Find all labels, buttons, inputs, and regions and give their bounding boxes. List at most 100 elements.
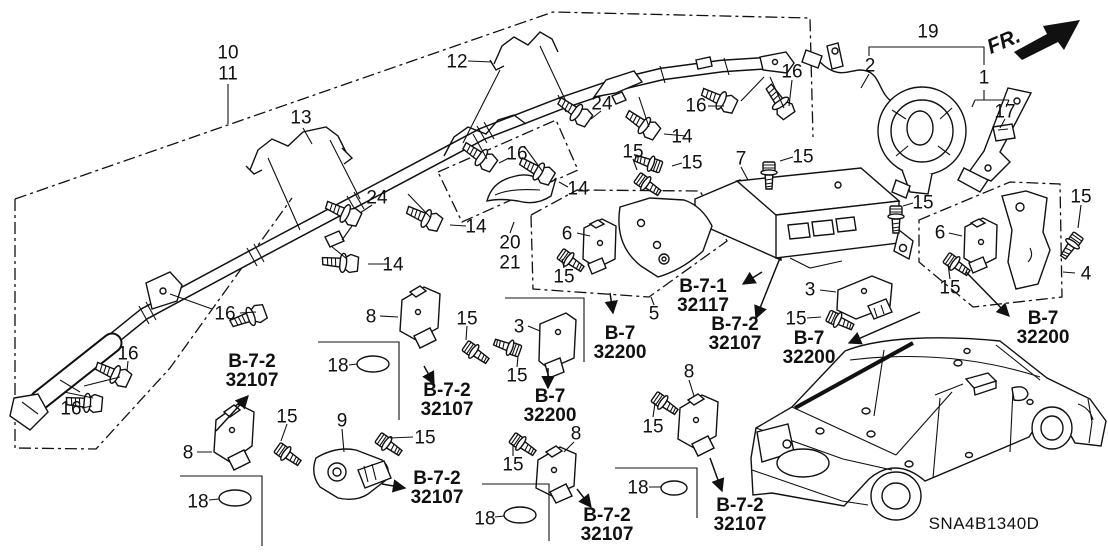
side-impact-sensor-8a bbox=[213, 403, 255, 471]
callout-16: 16 bbox=[781, 62, 802, 83]
callout-15: 15 bbox=[785, 309, 806, 330]
callout-16: 16 bbox=[60, 399, 81, 420]
leader-lines bbox=[63, 60, 1082, 518]
callout-16: 16 bbox=[685, 96, 706, 117]
front-impact-sensor-6-right bbox=[963, 217, 998, 274]
callout-6: 6 bbox=[935, 223, 946, 244]
callout-15: 15 bbox=[276, 407, 297, 428]
front-impact-sensor-6-left bbox=[582, 218, 617, 275]
callout-8: 8 bbox=[571, 424, 582, 445]
callout-3: 3 bbox=[514, 317, 525, 338]
callout-9: 9 bbox=[337, 411, 348, 432]
callout-15: 15 bbox=[414, 428, 435, 449]
callout-24: 24 bbox=[366, 188, 388, 209]
callout-1: 1 bbox=[979, 68, 990, 89]
callout-13: 13 bbox=[290, 108, 311, 129]
cable-reel-assembly bbox=[801, 46, 1033, 199]
callout-18: 18 bbox=[327, 356, 348, 377]
callout-15: 15 bbox=[1070, 187, 1091, 208]
grommet-icon bbox=[503, 506, 537, 524]
callout-14: 14 bbox=[382, 255, 404, 276]
roof-curtain-highlight bbox=[794, 341, 914, 410]
callout-12: 12 bbox=[446, 52, 467, 73]
callout-8: 8 bbox=[684, 362, 695, 383]
callout-6: 6 bbox=[562, 224, 573, 245]
callout-15: 15 bbox=[502, 455, 523, 476]
diagram-code: SNA4B1340D bbox=[929, 514, 1040, 533]
callout-11: 11 bbox=[218, 64, 238, 85]
grommet-icon bbox=[815, 347, 1034, 468]
callout-2: 2 bbox=[865, 56, 876, 77]
grommet-icon bbox=[356, 355, 390, 373]
callout-20: 20 bbox=[499, 233, 520, 254]
callout-14: 14 bbox=[567, 179, 589, 200]
callout-15: 15 bbox=[681, 153, 702, 174]
callout-8: 8 bbox=[366, 307, 377, 328]
reference-arrows bbox=[215, 257, 1010, 509]
callout-18: 18 bbox=[627, 478, 648, 499]
callout-19: 19 bbox=[917, 22, 938, 43]
grommet-frames bbox=[180, 297, 698, 546]
grommet-icon bbox=[218, 489, 252, 507]
screw-icon bbox=[491, 333, 524, 360]
callout-18: 18 bbox=[187, 492, 208, 513]
callout-15: 15 bbox=[642, 417, 663, 438]
callout-4: 4 bbox=[1081, 264, 1092, 285]
callout-5: 5 bbox=[649, 304, 660, 325]
callout-17: 17 bbox=[994, 102, 1015, 123]
screw-icon bbox=[631, 170, 665, 201]
screw-icon bbox=[372, 430, 406, 461]
fr-arrow-icon bbox=[1014, 20, 1080, 60]
bolt-icon bbox=[402, 200, 445, 235]
callout-16: 16 bbox=[214, 304, 235, 325]
callout-15: 15 bbox=[553, 267, 574, 288]
callout-3: 3 bbox=[805, 280, 816, 301]
callout-10: 10 bbox=[217, 43, 238, 64]
srs-location-mark bbox=[964, 372, 998, 396]
sensor-assy-3-right bbox=[836, 275, 893, 320]
construction-lines bbox=[14, 11, 1063, 450]
sensor-bracket-4 bbox=[1001, 190, 1051, 290]
bolt-icon bbox=[620, 105, 663, 143]
callout-15: 15 bbox=[912, 193, 933, 214]
screw-icon bbox=[271, 440, 305, 471]
callout-15: 15 bbox=[622, 142, 643, 163]
side-impact-sensor-8d bbox=[677, 393, 719, 457]
callout-15: 15 bbox=[939, 278, 960, 299]
sensor-assy-3-left bbox=[538, 312, 577, 379]
callout-24: 24 bbox=[591, 94, 613, 115]
callout-7: 7 bbox=[736, 149, 747, 170]
side-impact-sensor-8b bbox=[399, 285, 441, 349]
callout-15: 15 bbox=[506, 366, 527, 387]
callout-8: 8 bbox=[183, 443, 194, 464]
side-impact-sensor-8c bbox=[535, 445, 577, 504]
car-illustration bbox=[750, 337, 1107, 521]
callout-14: 14 bbox=[465, 217, 487, 238]
fr-direction-indicator: FR. bbox=[984, 20, 1080, 60]
callout-15: 15 bbox=[792, 147, 813, 168]
grommet-icon bbox=[660, 480, 688, 496]
callout-18: 18 bbox=[474, 509, 495, 530]
callout-16: 16 bbox=[506, 144, 527, 165]
srs-unit bbox=[694, 167, 914, 269]
bolt-icon bbox=[320, 250, 360, 275]
screw-icon bbox=[459, 338, 493, 369]
sensor-9 bbox=[313, 448, 392, 501]
callout-16: 16 bbox=[117, 344, 138, 365]
callout-15: 15 bbox=[456, 309, 477, 330]
